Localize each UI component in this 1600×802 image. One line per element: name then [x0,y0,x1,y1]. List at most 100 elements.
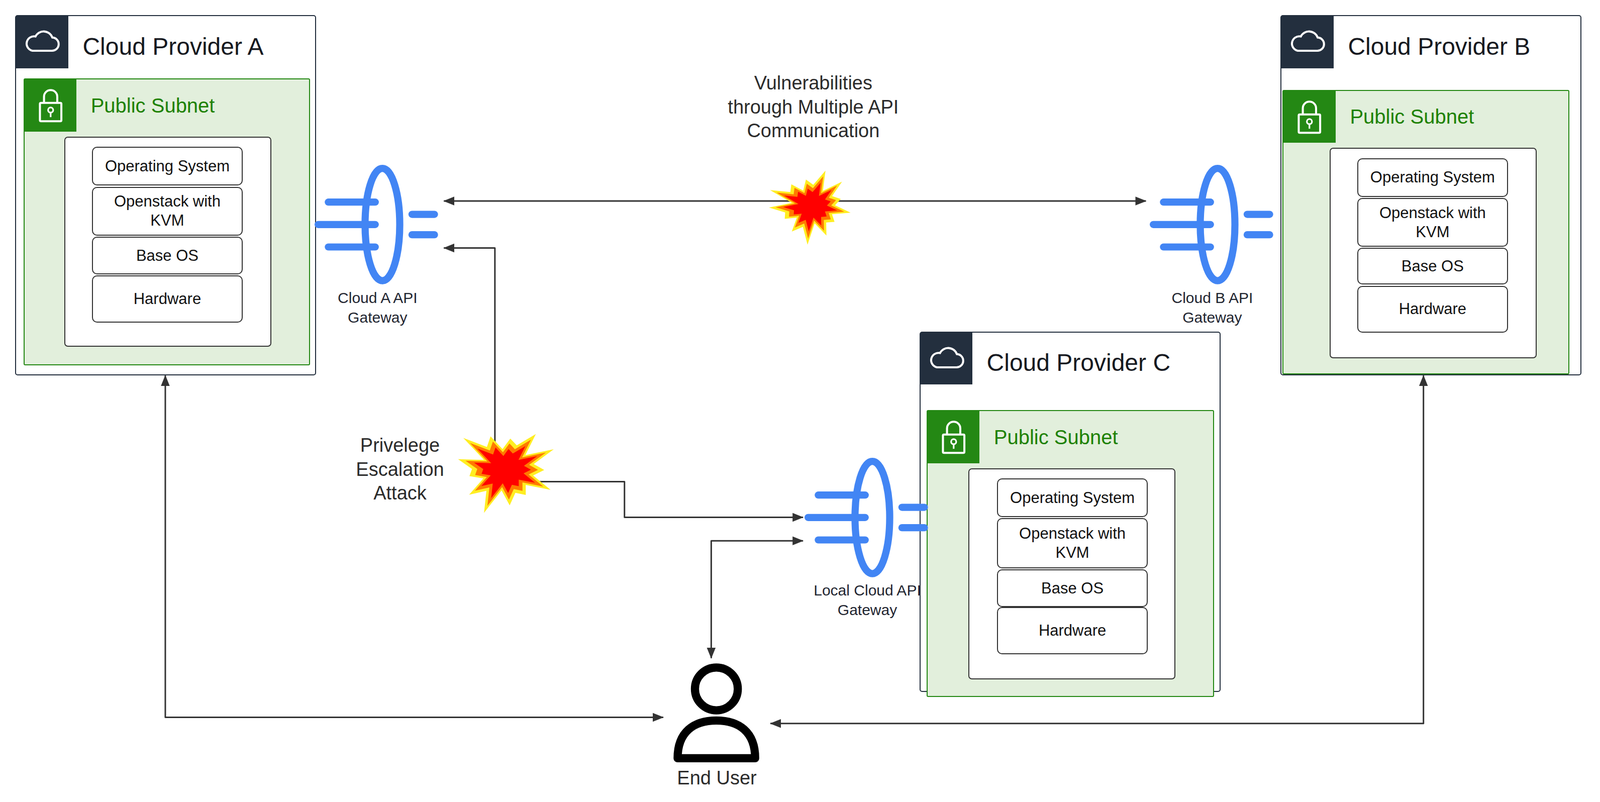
burst-layer [775,176,845,239]
api-gateway-icon [316,163,439,286]
layer-label: Hardware [1038,621,1107,641]
cloud-provider-box: Cloud Provider A Public SubnetOperating S… [15,15,317,376]
burst-layer [473,446,538,499]
lock-keyhole [1307,118,1313,124]
edge-label: Vulnerabilities through Multiple API Com… [726,71,900,144]
stack-layer-box: Base OS [1357,247,1509,285]
cloud-header-icon [16,16,69,69]
api-gateway: Cloud A API Gateway [311,161,444,330]
connector [443,247,804,518]
gateway-bar [1163,243,1211,251]
gateway-bar [1153,221,1211,229]
burst-layer [783,182,838,232]
burst-layer [458,434,554,514]
api-gateway: Cloud B API Gateway [1145,161,1279,330]
cloud-symbol [920,332,973,385]
attack-burst [458,434,554,514]
lock-symbol [927,411,980,464]
layer-label: Hardware [133,289,202,309]
cloud-provider-box: Cloud Provider C Public SubnetOperating S… [919,331,1221,692]
attack-burst [768,170,851,245]
edge-label: Privelege Escalation Attack [343,433,456,506]
user-label: End User [676,767,757,789]
lock-body [39,103,62,122]
gateway-bar [1163,198,1211,206]
gateway-label: Cloud B API Gateway [1145,287,1279,328]
cloud-outline [931,348,964,368]
layer-label: Base OS [1041,578,1104,598]
stack-layer-box: Operating System [91,146,244,186]
layer-label: Openstack with KVM [1002,524,1144,563]
provider-title: Cloud Provider C [986,336,1171,389]
subnet-title: Public Subnet [993,411,1119,464]
stack-layer-box: Base OS [996,569,1149,608]
stack-layer-box: Openstack with KVM [996,518,1149,569]
stack-layer-box: Openstack with KVM [91,186,244,236]
layer-label: Base OS [136,246,199,266]
api-gateway-icon [1151,163,1274,286]
provider-title: Cloud Provider A [82,20,264,73]
api-gateway: Local Cloud API Gateway [803,454,930,623]
lock-shackle [1303,101,1317,115]
end-user: End User [663,658,771,796]
gateway-label: Local Cloud API Gateway [801,580,934,620]
lock-keyhole [952,444,955,449]
stack-layer-box: Hardware [1357,285,1509,333]
user-body [677,720,755,759]
cloud-provider-box: Cloud Provider BPublic SubnetOperating S… [1280,15,1582,376]
lock-keyhole [950,439,956,445]
gateway-bar [412,231,435,239]
user-icon [663,658,771,766]
cloud-outline [1291,31,1325,51]
subnet-title: Public Subnet [90,79,216,132]
lock-keyhole [49,112,52,118]
subnet-title: Public Subnet [1349,90,1474,144]
cloud-header-icon [920,332,973,385]
cloud-symbol [1281,16,1334,69]
lock-body [1298,114,1321,133]
lock-icon [927,411,980,464]
lock-body [942,434,965,454]
layer-label: Operating System [105,156,230,176]
gateway-bar [902,503,925,511]
stack-layer-box: Openstack with KVM [1357,197,1509,247]
lock-symbol [1283,90,1336,144]
gateway-bar [412,210,435,218]
lock-keyhole [47,107,53,113]
lock-shackle [946,422,960,435]
gateway-bar [328,198,376,206]
stack-layer-box: Hardware [996,607,1149,654]
lock-shackle [43,90,57,104]
cloud-symbol [16,16,69,69]
lock-symbol [24,79,77,132]
layer-label: Base OS [1401,256,1464,276]
gateway-bar [328,243,376,251]
burst-layer [768,170,851,245]
gateway-bar [318,221,376,229]
layer-label: Hardware [1398,299,1467,319]
cloud-outline [26,31,59,51]
cloud-header-icon [1281,16,1334,69]
gateway-bar [1246,231,1270,239]
layer-label: Openstack with KVM [1362,203,1504,242]
gateway-bar [808,513,866,521]
connector [165,375,664,718]
gateway-bar [902,524,925,532]
stack-layer-box: Operating System [996,478,1149,518]
user-head [694,667,738,711]
gateway-bar [1246,210,1270,218]
lock-icon [24,79,77,132]
api-gateway-icon [806,456,929,579]
layer-label: Operating System [1370,167,1495,187]
burst-layer [465,439,547,507]
gateway-bar [818,491,866,499]
stack-layer-box: Operating System [1357,158,1509,197]
lock-icon [1283,90,1336,144]
layer-label: Operating System [1010,488,1135,508]
lock-keyhole [1309,124,1311,129]
stack-layer-box: Hardware [91,275,244,323]
subnet-box: Public SubnetOperating SystemOpenstack w… [926,410,1215,697]
gateway-label: Cloud A API Gateway [311,287,444,328]
